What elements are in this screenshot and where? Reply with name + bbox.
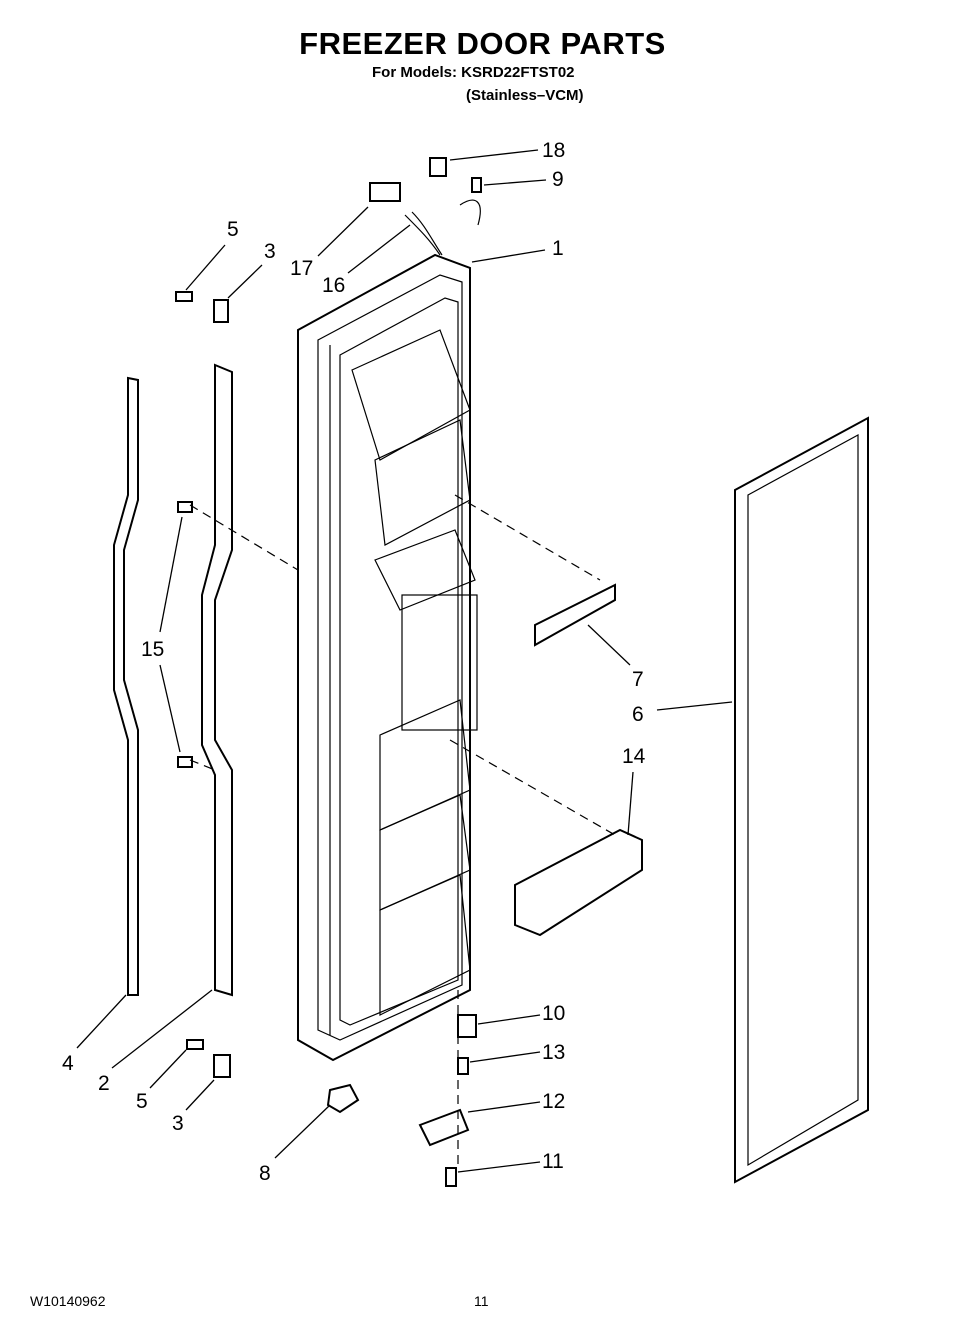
bracket-3-top: [213, 299, 229, 323]
callout-9: 9: [552, 168, 564, 191]
screw-top: [471, 177, 482, 193]
callout-15: 15: [141, 638, 164, 661]
page-number: 11: [474, 1293, 489, 1309]
callout-12: 12: [542, 1090, 565, 1113]
trim-strip-left: [113, 376, 139, 996]
callout-14: 14: [622, 745, 646, 768]
leader-lines: [76, 149, 733, 1173]
screw-15-lower: [177, 756, 193, 768]
hinge-bracket: [418, 1108, 470, 1147]
callout-11: 11: [542, 1150, 564, 1173]
callout-10: 10: [542, 1002, 565, 1025]
callout-13: 13: [542, 1041, 565, 1064]
trim-strip-right: [201, 363, 233, 997]
callout-1: 1: [552, 237, 564, 260]
callout-3-top: 3: [264, 240, 276, 263]
callout-3-bottom: 3: [172, 1112, 184, 1135]
freezer-door: [297, 253, 478, 1062]
page-title: FREEZER DOOR PARTS: [299, 26, 666, 61]
door-bin: [514, 828, 643, 937]
channel-trim: [534, 583, 616, 647]
nut-8: [326, 1083, 360, 1114]
callout-2: 2: [98, 1072, 110, 1095]
bracket-3-bottom: [213, 1054, 231, 1078]
callout-4: 4: [62, 1052, 74, 1075]
callout-17: 17: [290, 257, 313, 280]
wire-harness: [404, 199, 481, 256]
hinge-bushing: [429, 157, 447, 177]
callout-6: 6: [632, 703, 644, 726]
document-number: W10140962: [30, 1293, 106, 1309]
screw-5-top: [175, 291, 193, 302]
callout-8: 8: [259, 1162, 271, 1185]
screw-15-upper: [177, 501, 193, 513]
models-line: For Models: KSRD22FTST02: [372, 64, 575, 81]
callout-5-bottom: 5: [136, 1090, 148, 1113]
wire-connector: [369, 182, 401, 202]
callout-18: 18: [542, 139, 565, 162]
model-variant: (Stainless–VCM): [466, 87, 584, 104]
hinge-pin: [457, 1014, 477, 1038]
door-gasket: [734, 416, 869, 1184]
callout-7: 7: [632, 668, 644, 691]
callout-5-top: 5: [227, 218, 239, 241]
screw-5-bottom: [186, 1039, 204, 1050]
screw-13: [457, 1057, 469, 1075]
screw-11: [445, 1167, 457, 1187]
callout-16: 16: [322, 274, 345, 297]
